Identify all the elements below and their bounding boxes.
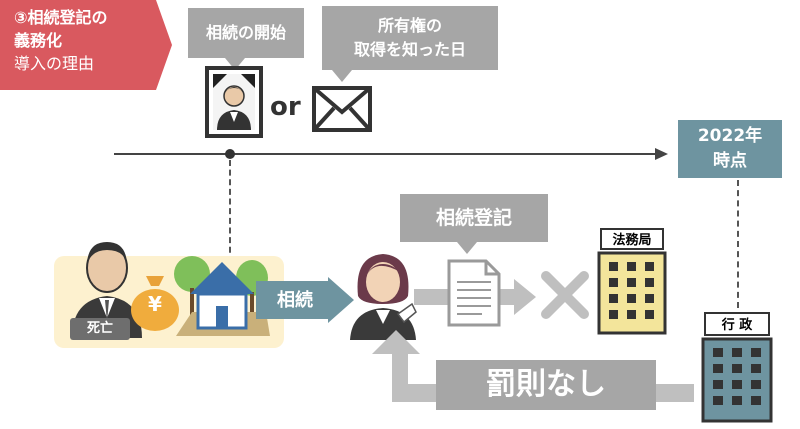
- callout-inheritance-start-text: 相続の開始: [205, 23, 286, 42]
- section-tag-line2: 義務化: [14, 31, 63, 50]
- dashed-line-start: [229, 160, 231, 272]
- legal-bureau-building-icon: [597, 251, 667, 335]
- callout-ownership-known: 所有権の 取得を知った日: [322, 6, 498, 70]
- timeline-label-line2: 時点: [713, 151, 747, 171]
- section-tag-line1: ③相続登記の: [14, 8, 108, 27]
- section-tag-line3: 導入の理由: [14, 54, 95, 73]
- timeline-label-2022: 2022年 時点: [678, 120, 782, 178]
- administration-label: 行 政: [704, 312, 770, 336]
- memorial-portrait-icon: [205, 66, 263, 138]
- administration-building-icon: [701, 337, 773, 423]
- timeline-arrow: [114, 148, 668, 160]
- callout-inheritance-registration: 相続登記: [400, 194, 548, 242]
- callout-ownership-known-tail: [332, 70, 352, 82]
- heir-person-icon: [350, 254, 417, 340]
- no-penalty-label: 罰則なし: [436, 360, 656, 410]
- deceased-label: 死亡: [70, 318, 130, 340]
- callout-inheritance-start: 相続の開始: [188, 8, 304, 58]
- submission-arrow-head: [514, 279, 536, 315]
- money-bag-icon: [131, 276, 179, 331]
- inheritance-arrow-label: 相続: [277, 290, 313, 311]
- legal-bureau-label: 法務局: [600, 228, 664, 250]
- callout-registration-text: 相続登記: [435, 207, 512, 229]
- callout-registration-tail: [457, 242, 477, 254]
- house-icon: [174, 256, 270, 336]
- timeline-label-line1: 2022年: [697, 126, 763, 146]
- callout-ownership-line2: 取得を知った日: [353, 40, 466, 59]
- callout-ownership-line1: 所有権の: [377, 16, 442, 35]
- dashed-line-2022: [737, 180, 739, 308]
- inheritance-arrow: [256, 277, 354, 323]
- document-icon: [447, 259, 501, 327]
- section-tag: ③相続登記の 義務化 導入の理由: [0, 0, 172, 90]
- money-symbol: ¥: [148, 292, 162, 316]
- envelope-icon: [312, 86, 372, 132]
- or-connector: or: [270, 92, 301, 122]
- cross-icon: [541, 271, 589, 319]
